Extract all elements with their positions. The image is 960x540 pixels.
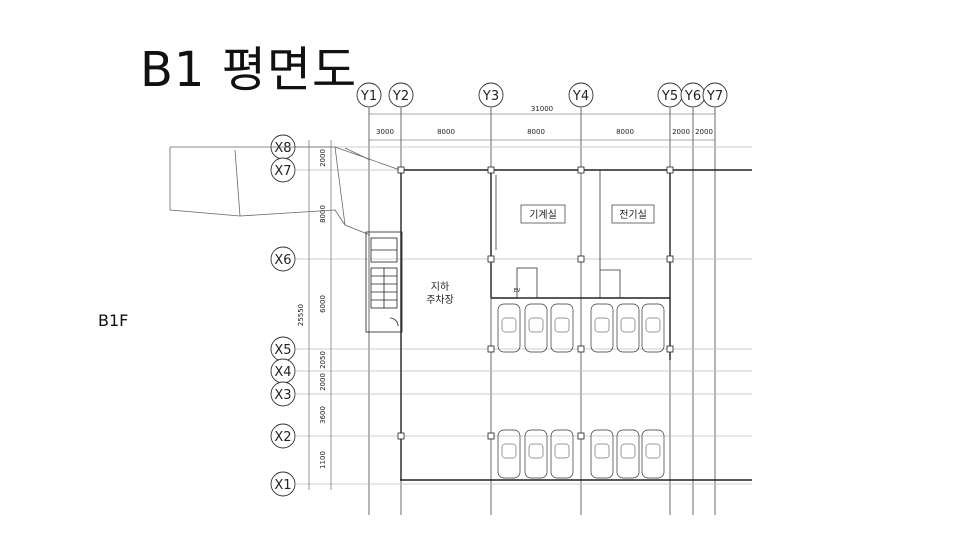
span-dim: 3600 xyxy=(319,406,327,424)
y-axis-label: Y3 xyxy=(482,89,499,104)
x-axis-label: X2 xyxy=(274,430,291,445)
y-axis-label: Y6 xyxy=(684,89,701,104)
parking-label-line1: 지하 xyxy=(431,280,449,293)
y-axis-label: Y7 xyxy=(706,89,723,104)
left-dimension-lines xyxy=(308,140,332,490)
y-axis-bubbles: Y1 Y2 Y3 Y4 Y5 Y6 Y7 xyxy=(356,82,728,108)
total-height-dim: 25550 xyxy=(297,304,305,326)
span-dim: 8000 xyxy=(319,205,327,223)
x-axis-label: X7 xyxy=(274,164,291,179)
span-dim: 8000 xyxy=(616,128,634,136)
machine-room-inner xyxy=(495,170,621,299)
y-axis-label: Y2 xyxy=(392,89,409,104)
x-axis-bubbles: X8 X7 X6 X5 X4 X3 X2 X1 xyxy=(270,134,296,497)
page-title: B1 평면도 xyxy=(140,42,358,98)
room-label-boxes xyxy=(520,204,655,224)
columns xyxy=(397,166,674,440)
top-dimension-lines xyxy=(369,113,715,141)
floor-label: B1F xyxy=(98,311,129,330)
x-axis-label: X4 xyxy=(274,365,291,380)
span-dim: 8000 xyxy=(437,128,455,136)
y-axis-label: Y4 xyxy=(572,89,589,104)
y-axis-label: Y5 xyxy=(661,89,678,104)
span-dim: 1100 xyxy=(319,451,327,469)
electrical-room-label: 전기실 xyxy=(619,209,647,221)
span-dim: 2050 xyxy=(319,351,327,369)
span-dim: 8000 xyxy=(527,128,545,136)
x-axis-label: X3 xyxy=(274,388,291,403)
span-dim: 2000 xyxy=(319,149,327,167)
total-width-dim: 31000 xyxy=(531,105,553,113)
x-axis-label: X5 xyxy=(274,343,291,358)
parking-label-line2: 주차장 xyxy=(426,294,454,306)
x-axis-label: X8 xyxy=(274,141,291,156)
x-axis-label: X1 xyxy=(274,478,291,493)
span-dim: 3000 xyxy=(376,128,394,136)
span-dim: 2000 xyxy=(695,128,713,136)
machine-room-label: 기계실 xyxy=(529,209,557,221)
walls xyxy=(400,169,752,481)
small-note: EV xyxy=(514,288,521,294)
span-dim: 6000 xyxy=(319,295,327,313)
x-axis-label: X6 xyxy=(274,253,291,268)
stair-core xyxy=(365,231,403,333)
span-dim: 2000 xyxy=(319,373,327,391)
vertical-grid-lines xyxy=(368,108,716,515)
y-axis-label: Y1 xyxy=(360,89,377,104)
entrance-ramp xyxy=(169,146,401,236)
horizontal-grid-lines xyxy=(296,146,752,485)
span-dim: 2000 xyxy=(672,128,690,136)
parking-stalls xyxy=(497,303,665,479)
